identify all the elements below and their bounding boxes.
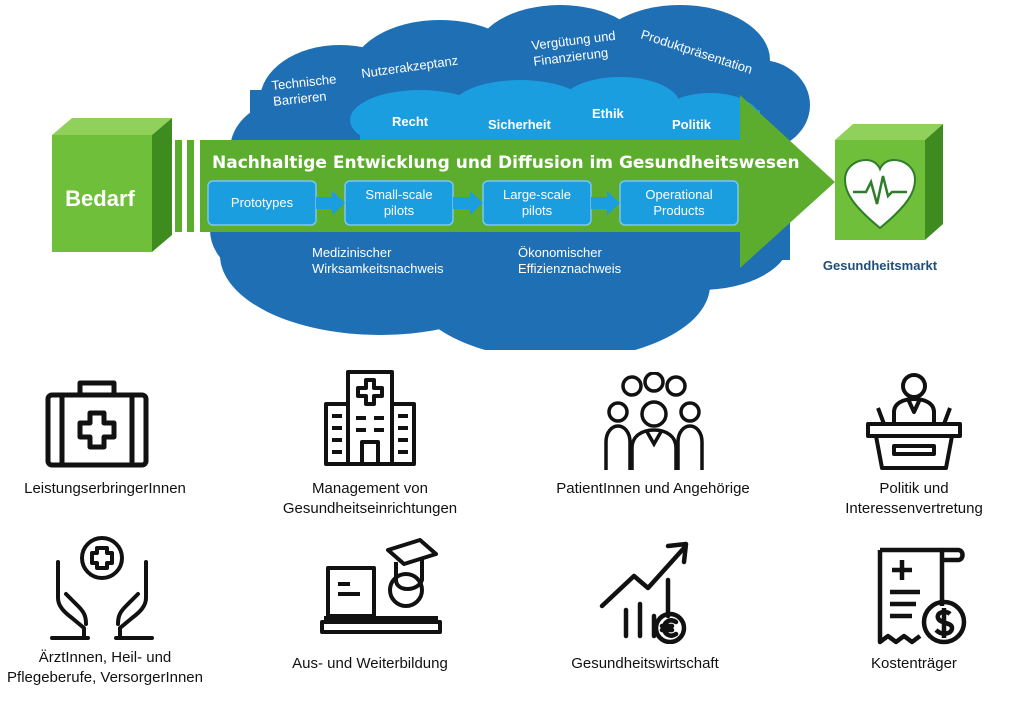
patients-group-icon [604,372,704,470]
cloud-inner-label: Politik [672,117,712,132]
gesundheitsmarkt-label: Gesundheitsmarkt [823,258,938,273]
arrow-title: Nachhaltige Entwicklung und Diffusion im… [212,153,800,173]
stakeholder-label: Gesundheitswirtschaft [571,655,719,672]
stakeholder-label: LeistungserbringerInnen [24,480,186,497]
caring-hands-icon [50,536,154,640]
step-arrow [591,191,620,215]
growth-chart-icon [599,541,689,644]
education-icon [320,538,442,634]
stakeholder-label: Management von Gesundheitseinrichtungen [282,480,458,517]
arrow-stripe [187,140,194,232]
cloud-inner-label: Sicherheit [488,117,552,132]
stakeholder-label: Kostenträger [871,655,957,672]
step-arrow [453,191,483,215]
gesundheitsmarkt-box [835,124,943,240]
step-arrow [316,191,345,215]
development-diagram: Nachhaltige Entwicklung und Diffusion im… [52,5,943,350]
step-label: Prototypes [231,195,294,210]
heart-pulse-icon [843,158,917,230]
bedarf-box: Bedarf [52,118,172,252]
cloud-inner-label: Ethik [592,106,625,121]
stakeholder-label: PatientInnen und Angehörige [556,480,750,497]
arrow-stripe [175,140,182,232]
bedarf-label: Bedarf [65,186,135,211]
medical-kit-icon [45,380,149,468]
speaker-podium-icon [866,373,962,470]
stakeholder-label: ÄrztInnen, Heil- und Pflegeberufe, Verso… [7,649,203,686]
cost-bill-icon [877,547,967,645]
hospital-icon [324,370,416,466]
stakeholder-label: Aus- und Weiterbildung [292,655,448,672]
cloud-label: TechnischeBarrieren [271,71,339,109]
cloud-inner-label: Recht [392,114,429,129]
stakeholder-label: Politik und Interessenvertretung [845,480,983,517]
